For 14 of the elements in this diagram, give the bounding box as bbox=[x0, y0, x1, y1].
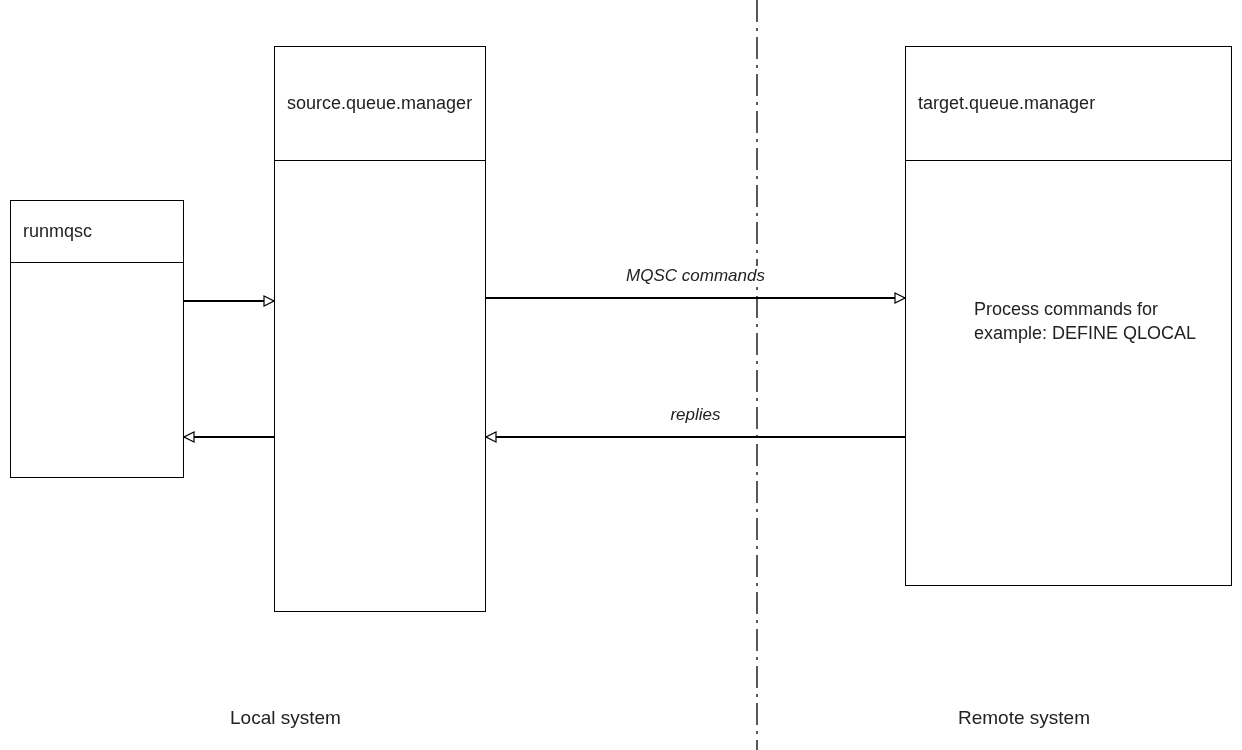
region-label: Local system bbox=[230, 707, 341, 729]
box-title: target.queue.manager bbox=[906, 47, 1231, 161]
region-label: Remote system bbox=[958, 707, 1090, 729]
box-text: Process commands for example: DEFINE QLOCAL bbox=[974, 298, 1198, 345]
arrow bbox=[485, 431, 906, 443]
arrow bbox=[183, 431, 275, 443]
component-box bbox=[905, 46, 1232, 586]
component-box bbox=[274, 46, 486, 612]
edge-label: MQSC commands bbox=[623, 266, 768, 286]
component-box bbox=[10, 200, 184, 478]
box-title: runmqsc bbox=[11, 201, 183, 263]
arrow bbox=[485, 292, 906, 304]
arrow bbox=[183, 295, 275, 307]
box-title: source.queue.manager bbox=[275, 47, 485, 161]
